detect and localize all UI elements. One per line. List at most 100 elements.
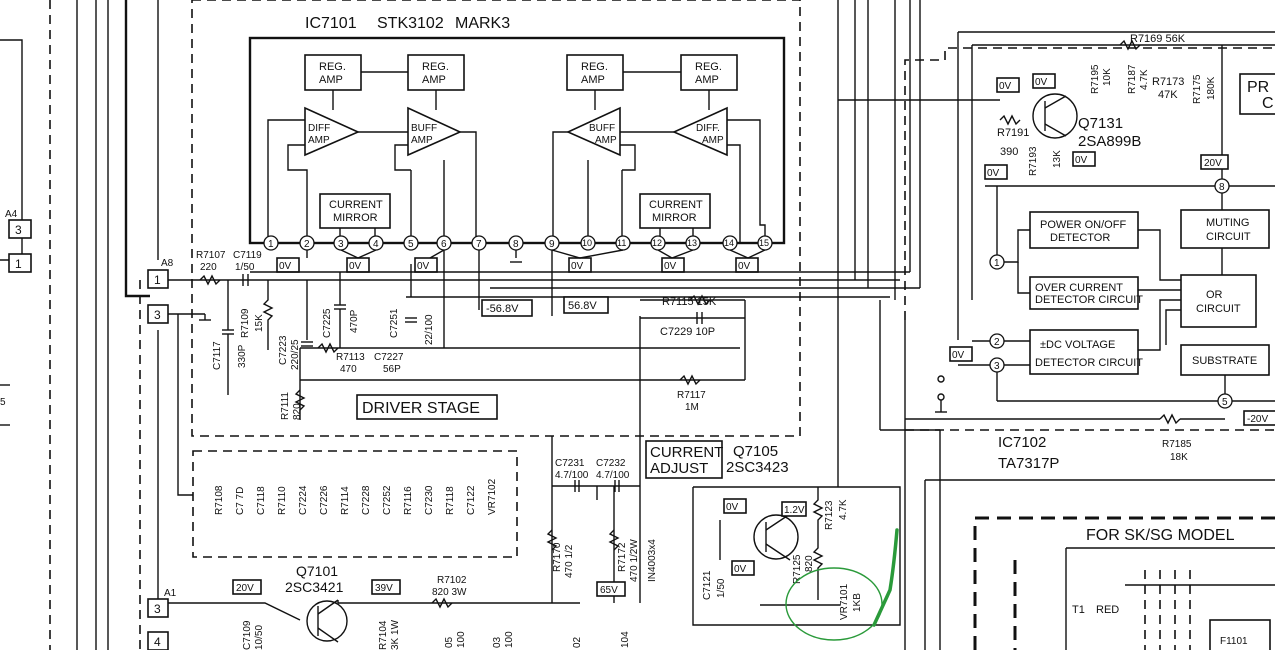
svg-text:DETECTOR CIRCUIT: DETECTOR CIRCUIT [1035,357,1143,369]
svg-text:STK3102: STK3102 [377,15,444,32]
svg-text:3: 3 [994,361,1000,372]
svg-text:22/100: 22/100 [424,314,435,345]
current-adjust-label: CURRENT ADJUST Q7105 2SC3423 [645,440,789,479]
svg-text:R7115 15K: R7115 15K [662,296,717,308]
svg-text:R7113: R7113 [336,352,365,363]
svg-text:2SC3421: 2SC3421 [285,579,344,595]
svg-text:AMP: AMP [695,74,719,86]
svg-text:3: 3 [154,308,161,322]
svg-text:0V: 0V [1035,77,1048,88]
svg-text:10: 10 [582,238,592,248]
svg-text:BUFF: BUFF [589,123,615,134]
svg-text:REG.: REG. [695,61,722,73]
svg-text:C7121: C7121 [702,570,713,600]
svg-text:56.8V: 56.8V [568,300,597,312]
feedback-network: R7115 15K C7229 10P R7117 1M [660,294,717,413]
svg-text:C7227: C7227 [374,352,404,363]
svg-text:OR: OR [1206,289,1223,301]
omitted-part-label: C7 7D [235,487,246,515]
svg-text:R7169 56K: R7169 56K [1130,33,1186,45]
svg-text:2SC3423: 2SC3423 [726,459,789,476]
svg-text:220/25: 220/25 [290,339,301,370]
svg-text:AMP: AMP [308,135,330,146]
svg-text:R7117: R7117 [677,390,706,401]
svg-text:1: 1 [15,257,22,271]
svg-text:1KB: 1KB [852,593,863,612]
svg-text:0V: 0V [999,81,1012,92]
svg-text:390: 390 [1000,146,1018,158]
svg-text:R7172: R7172 [617,542,628,572]
svg-text:-56.8V: -56.8V [486,303,519,315]
svg-text:A8: A8 [161,258,174,269]
svg-text:CIRCUIT: CIRCUIT [1206,231,1251,243]
svg-text:R7125: R7125 [792,554,803,584]
svg-text:R7102: R7102 [437,575,467,586]
svg-text:0V: 0V [734,564,747,575]
connector-a4: A4 3 1 5 [0,209,32,408]
svg-text:0V: 0V [417,261,430,272]
svg-text:DETECTOR CIRCUIT: DETECTOR CIRCUIT [1035,294,1143,306]
svg-text:330P: 330P [237,344,248,368]
svg-text:A1: A1 [164,588,177,599]
svg-text:0V: 0V [664,261,677,272]
ic7102-blocks: 8 MUTING CIRCUIT OR CIRCUIT SUBSTRATE PO… [905,178,1275,463]
svg-text:100: 100 [504,631,515,648]
svg-text:Q7105: Q7105 [733,443,778,460]
svg-text:R7173: R7173 [1152,76,1184,88]
svg-text:4.7K: 4.7K [1139,69,1150,90]
svg-text:4: 4 [154,635,161,649]
svg-text:C7231: C7231 [555,458,585,469]
svg-text:5: 5 [0,397,6,408]
svg-text:DIFF: DIFF [308,123,330,134]
svg-text:AMP: AMP [411,135,433,146]
omitted-part-label: VR7102 [487,478,498,515]
svg-text:Q7101: Q7101 [296,563,338,579]
svg-text:104: 104 [620,631,631,648]
svg-text:1.2V: 1.2V [784,505,805,516]
svg-text:AMP: AMP [595,135,617,146]
voltage-labels-mid: -56.8V 56.8V [481,296,609,317]
svg-text:CURRENT: CURRENT [649,199,703,211]
svg-text:3: 3 [154,602,161,616]
svg-text:100: 100 [456,631,467,648]
svg-text:R7185: R7185 [1162,439,1192,450]
svg-text:AMP: AMP [581,74,605,86]
svg-text:5: 5 [408,239,414,250]
svg-text:POWER ON/OFF: POWER ON/OFF [1040,219,1126,231]
svg-text:R7170: R7170 [552,542,563,572]
svg-text:1/50: 1/50 [716,578,727,598]
svg-text:IC7102: IC7102 [998,434,1046,451]
ic7102-title: IC7102 TA7317P [998,434,1059,472]
svg-text:820: 820 [292,403,303,420]
svg-text:R7193: R7193 [1028,146,1039,176]
svg-text:PR: PR [1247,79,1269,96]
sk-sg-model-region: FOR SK/SG MODEL T1 RED F1101 [973,516,1275,650]
svg-text:R7104: R7104 [378,620,389,650]
omitted-part-label: C7226 [319,485,330,515]
svg-text:OVER CURRENT: OVER CURRENT [1035,282,1123,294]
svg-text:0V: 0V [726,502,739,513]
ic7101-title: IC7101 STK3102 MARK3 [305,15,510,32]
svg-text:2SA899B: 2SA899B [1078,133,1141,150]
svg-text:4.7K: 4.7K [838,499,849,520]
svg-text:C7225: C7225 [322,308,333,338]
omitted-part-label: R7114 [340,486,351,515]
label-a4: A4 [5,209,18,220]
svg-text:AMP: AMP [702,135,724,146]
svg-text:0V: 0V [571,261,584,272]
svg-text:0V: 0V [279,261,292,272]
svg-text:20V: 20V [1204,158,1222,169]
svg-text:CURRENT: CURRENT [329,199,383,211]
svg-text:13K: 13K [1052,150,1063,168]
svg-text:5: 5 [1222,397,1228,408]
omitted-part-label: C7230 [424,485,435,515]
omitted-part-label: C7228 [361,485,372,515]
svg-text:180K: 180K [1206,76,1217,100]
svg-text:56P: 56P [383,364,401,375]
svg-text:IN4003x4: IN4003x4 [647,539,658,582]
svg-text:ADJUST: ADJUST [650,460,708,477]
svg-text:FOR SK/SG MODEL: FOR SK/SG MODEL [1086,527,1235,544]
svg-text:DETECTOR: DETECTOR [1050,232,1110,244]
